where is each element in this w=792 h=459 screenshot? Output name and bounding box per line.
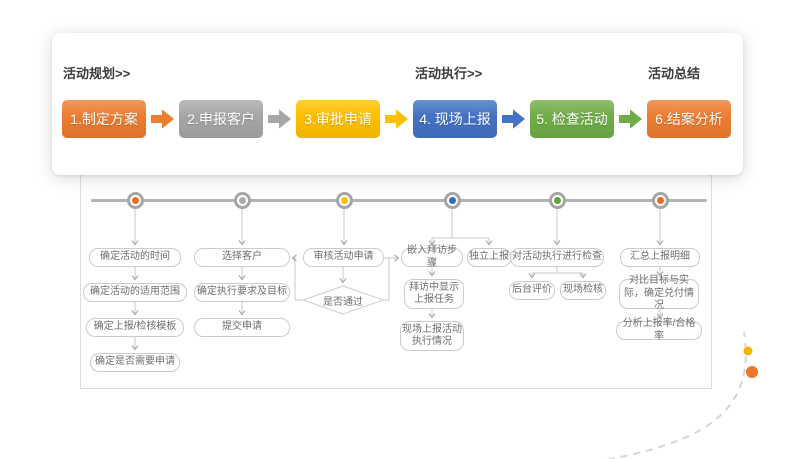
milestone-dot-1 <box>127 192 144 209</box>
process-overview-card: 活动规划>> 活动执行>> 活动总结 1.制定方案 2.申报客户 3.审批申请 … <box>52 33 743 175</box>
milestone-dot-core <box>554 197 561 204</box>
step-box-5-check-activity: 5. 检查活动 <box>530 100 614 138</box>
arrow-right-icon <box>268 109 291 129</box>
flow-box-summarize-details: 汇总上报明细 <box>620 248 700 267</box>
step-box-4-onsite-report: 4. 现场上报 <box>413 100 497 138</box>
step-box-3-approve-request: 3.审批申请 <box>296 100 380 138</box>
flow-box-exec-requirements: 确定执行要求及目标 <box>194 283 290 302</box>
flow-box-show-report-task: 拜访中显示上报任务 <box>404 279 464 309</box>
flow-box-need-apply: 确定是否需要申请 <box>90 353 180 372</box>
arrow-right-icon <box>619 109 642 129</box>
milestone-dot-5 <box>549 192 566 209</box>
arrow-right-icon <box>385 109 408 129</box>
step-box-2-declare-customer: 2.申报客户 <box>179 100 263 138</box>
flow-box-report-template: 确定上报/检核模板 <box>86 318 184 337</box>
flow-box-review-apply: 审核活动申请 <box>303 248 384 267</box>
arrow-right-icon <box>502 109 525 129</box>
decor-dot-orange <box>746 366 758 378</box>
phase-header-summary: 活动总结 <box>648 66 701 81</box>
flow-box-activity-time: 确定活动的时间 <box>89 248 181 267</box>
phase-header-planning: 活动规划>> <box>63 66 131 81</box>
flow-box-embed-visit-steps: 嵌入拜访步骤 <box>401 245 463 269</box>
flow-box-compare-target: 对比目标与实际，确定兑付情况 <box>619 275 699 311</box>
decor-dot-yellow <box>743 346 753 356</box>
flow-box-backend-evaluate: 后台评价 <box>509 281 555 300</box>
flow-connectors <box>131 209 664 351</box>
arrow-right-icon <box>151 109 174 129</box>
step-box-1-make-plan: 1.制定方案 <box>62 100 146 138</box>
flow-box-select-customer: 选择客户 <box>194 248 290 267</box>
milestone-dot-6 <box>652 192 669 209</box>
flow-box-submit-apply: 提交申请 <box>194 318 290 337</box>
flow-box-onsite-exec-status: 现场上报活动执行情况 <box>400 321 464 351</box>
flowchart-panel: 确定活动的时间 确定活动的适用范围 确定上报/检核模板 确定是否需要申请 选择客… <box>80 168 712 389</box>
decorative-dashed-arc <box>605 331 758 459</box>
milestone-dot-core <box>449 197 456 204</box>
milestone-dot-3 <box>336 192 353 209</box>
milestone-dot-core <box>132 197 139 204</box>
decision-is-passed: 是否通过 <box>323 296 363 308</box>
milestone-dot-core <box>657 197 664 204</box>
flow-box-check-execution: 对活动执行进行检查 <box>510 248 604 267</box>
milestone-dot-2 <box>234 192 251 209</box>
flow-box-analyze-rates: 分析上报率/合格率 <box>616 318 702 342</box>
flow-box-activity-scope: 确定活动的适用范围 <box>83 283 187 302</box>
phase-header-execution: 活动执行>> <box>415 66 483 81</box>
milestone-dot-4 <box>444 192 461 209</box>
step-box-6-closing-analysis: 6.结案分析 <box>647 100 731 138</box>
flow-box-independent-report: 独立上报 <box>467 248 511 267</box>
flow-box-onsite-check: 现场检核 <box>560 281 606 300</box>
timeline-line <box>91 199 707 202</box>
milestone-dot-core <box>341 197 348 204</box>
milestone-dot-core <box>239 197 246 204</box>
